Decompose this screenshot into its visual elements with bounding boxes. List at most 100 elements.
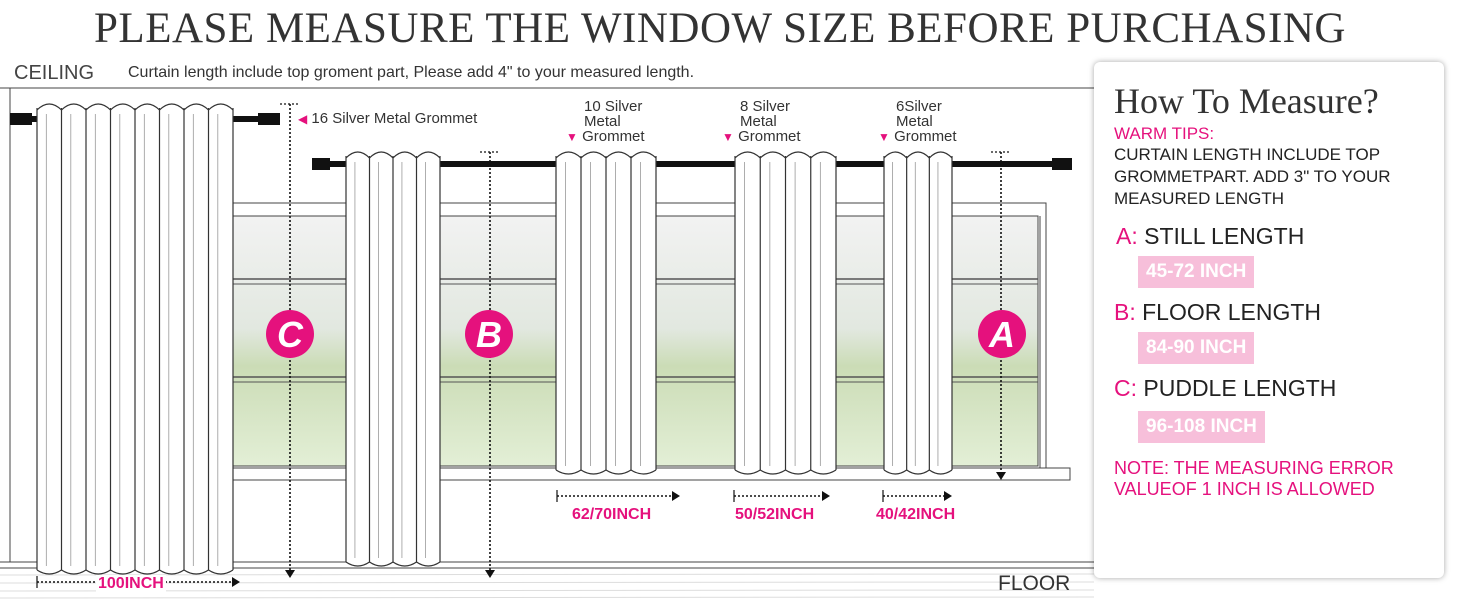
- curtain-sill-8-hem: [810, 469, 837, 475]
- curtain-sill-6-hem: [928, 469, 953, 475]
- floor-label: FLOOR: [998, 572, 1071, 595]
- grommet-16-label: ◀ 16 Silver Metal Grommet: [298, 111, 477, 127]
- curtain-floor-hem: [369, 561, 394, 567]
- curtain-sill-8-grommet: [785, 151, 812, 159]
- curtain-sill-8-grommet: [759, 151, 786, 159]
- grommet-10-line1: 10 Silver: [584, 98, 643, 115]
- width-label-62-70: 62/70INCH: [572, 506, 652, 523]
- triangle-down-icon: ▼: [722, 130, 734, 144]
- curtain-puddle-hem: [159, 569, 185, 575]
- grommet-8-line3: Grommet: [738, 128, 801, 145]
- curtain-sill-8-hem: [785, 469, 812, 475]
- how-to-measure-panel: How To Measure? WARM TIPS: CURTAIN LENGT…: [1094, 62, 1444, 578]
- dim-width-62-arrow: [672, 491, 680, 501]
- curtain-sill-10-grommet: [555, 151, 582, 159]
- curtain-sill-10-hem: [555, 469, 582, 475]
- measure-item-a: A: STILL LENGTH: [1116, 223, 1304, 250]
- curtain-sill-6-grommet: [906, 151, 930, 159]
- curtain-puddle-hem: [183, 569, 209, 575]
- curtain-sill-10-hem: [605, 469, 632, 475]
- curtain-sill-6: [883, 151, 953, 475]
- dim-width-100-arrow: [232, 577, 240, 587]
- curtain-sill-10: [555, 151, 657, 475]
- marker-c: C: [266, 310, 314, 358]
- triangle-down-icon: ▼: [566, 130, 578, 144]
- curtain-sill-6-grommet: [928, 151, 953, 159]
- marker-b: B: [465, 310, 513, 358]
- curtain-sill-8-grommet: [734, 151, 761, 159]
- curtain-puddle-grommet: [183, 103, 209, 111]
- curtain-sill-6-fabric: [884, 152, 952, 474]
- curtain-puddle: [36, 103, 234, 575]
- measure-label-c: PUDDLE LENGTH: [1143, 375, 1337, 401]
- grommet-10-label: 10 Silver Metal ▼ Grommet: [566, 99, 645, 145]
- width-label-40-42: 40/42INCH: [876, 506, 956, 523]
- curtain-puddle-grommet: [110, 103, 136, 111]
- curtains: [36, 103, 953, 575]
- curtain-sill-6-hem: [883, 469, 908, 475]
- grommet-16-text: 16 Silver Metal Grommet: [311, 110, 478, 127]
- curtain-floor-hem: [392, 561, 417, 567]
- measure-letter-b: B:: [1114, 299, 1136, 325]
- curtain-puddle-hem: [61, 569, 87, 575]
- curtain-sill-10-hem: [630, 469, 657, 475]
- measure-letter-a: A:: [1116, 223, 1138, 249]
- warm-tips-label: WARM TIPS:: [1114, 124, 1215, 143]
- range-badge-a: 45-72 INCH: [1138, 256, 1255, 288]
- curtain-sill-10-grommet: [580, 151, 607, 159]
- curtain-puddle-hem: [110, 569, 136, 575]
- curtain-puddle-hem: [208, 569, 234, 575]
- curtain-floor-grommet: [416, 151, 441, 159]
- curtain-sill-8-hem: [734, 469, 761, 475]
- curtain-puddle-grommet: [61, 103, 87, 111]
- measure-label-b: FLOOR LENGTH: [1142, 299, 1322, 325]
- triangle-left-icon: ◀: [298, 112, 308, 126]
- grommet-6-line3: Grommet: [894, 128, 957, 145]
- marker-a: A: [978, 310, 1026, 358]
- dim-b-arrow: [485, 570, 495, 578]
- curtain-sill-10-grommet: [605, 151, 632, 159]
- curtain-puddle-grommet: [159, 103, 185, 111]
- grommet-10-line3: Grommet: [582, 128, 645, 145]
- range-badge-c: 96-108 INCH: [1138, 411, 1265, 443]
- curtain-floor-hem: [416, 561, 441, 567]
- curtain-sill-8-hem: [759, 469, 786, 475]
- grommet-8-line2: Metal: [740, 113, 777, 130]
- grommet-6-line1: 6Silver: [896, 98, 942, 115]
- grommet-6-line2: Metal: [896, 113, 933, 130]
- measure-label-a: STILL LENGTH: [1144, 223, 1305, 249]
- grommet-6-label: 6Silver Metal ▼ Grommet: [878, 99, 957, 145]
- triangle-down-icon: ▼: [878, 130, 890, 144]
- curtain-floor-grommet: [345, 151, 370, 159]
- curtain-puddle-hem: [36, 569, 62, 575]
- length-note: Curtain length include top groment part,…: [128, 64, 695, 81]
- curtain-puddle-hem: [85, 569, 111, 575]
- floor-wood: [0, 573, 1095, 599]
- curtain-puddle-grommet: [208, 103, 234, 111]
- curtain-sill-6-hem: [906, 469, 930, 475]
- panel-title: How To Measure?: [1114, 81, 1379, 121]
- measure-item-c: C: PUDDLE LENGTH: [1114, 375, 1336, 402]
- curtain-floor-hem: [345, 561, 370, 567]
- measuring-error-note: NOTE: THE MEASURING ERROR VALUEOF 1 INCH…: [1114, 458, 1394, 499]
- warm-tips-text: CURTAIN LENGTH INCLUDE TOP GROMMETPART. …: [1114, 145, 1391, 208]
- curtain-floor-grommet: [392, 151, 417, 159]
- curtain-sill-10-hem: [580, 469, 607, 475]
- range-badge-b: 84-90 INCH: [1138, 332, 1255, 364]
- curtain-floor-grommet: [369, 151, 394, 159]
- curtain-puddle-grommet: [85, 103, 111, 111]
- dim-width-40-arrow: [944, 491, 952, 501]
- width-label-50-52: 50/52INCH: [735, 506, 815, 523]
- dim-a-arrow: [996, 472, 1006, 480]
- curtain-sill-8-grommet: [810, 151, 837, 159]
- width-label-100: 100INCH: [96, 575, 166, 593]
- curtain-puddle-grommet: [36, 103, 62, 111]
- grommet-8-line1: 8 Silver: [740, 98, 791, 115]
- curtain-puddle-grommet: [134, 103, 160, 111]
- measure-letter-c: C:: [1114, 375, 1137, 401]
- page-title: PLEASE MEASURE THE WINDOW SIZE BEFORE PU…: [94, 5, 1346, 52]
- curtain-sill-6-grommet: [883, 151, 908, 159]
- ceiling-label: CEILING: [14, 62, 95, 84]
- dim-c-arrow: [285, 570, 295, 578]
